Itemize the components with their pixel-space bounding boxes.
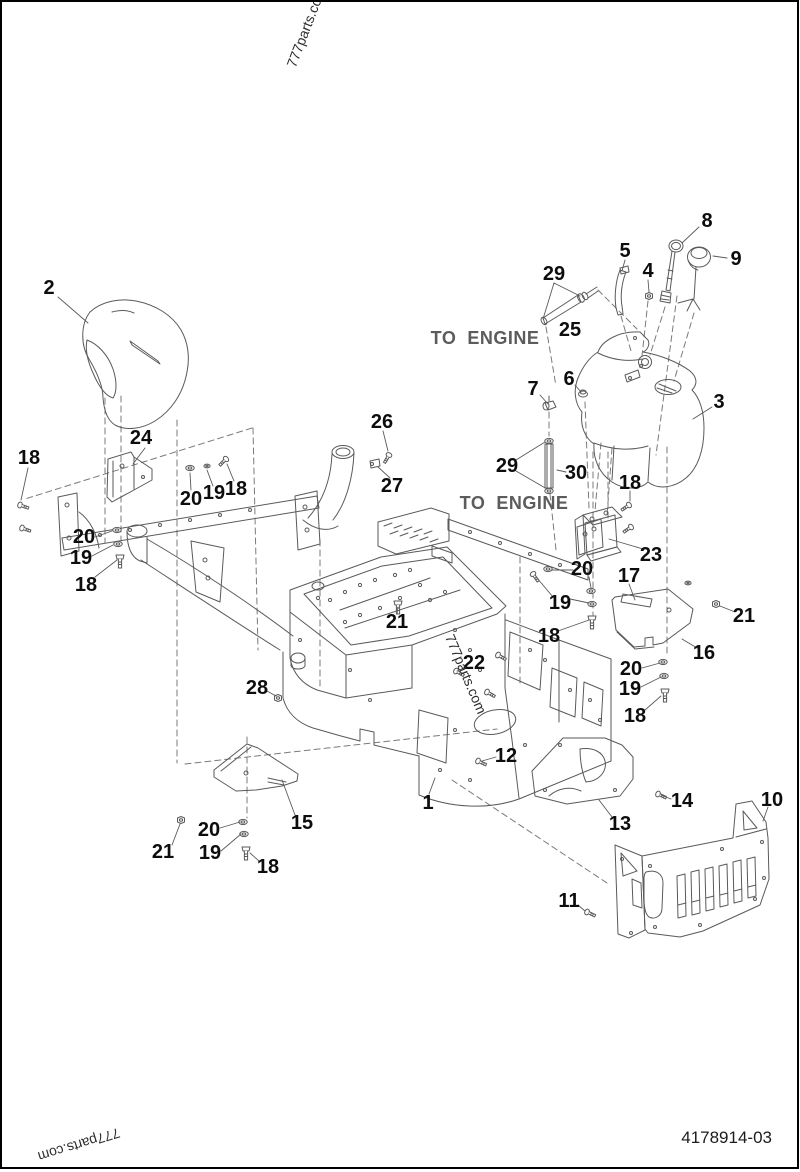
callout-21: 21: [732, 605, 756, 627]
callout-18: 18: [618, 472, 642, 494]
callout-6: 6: [563, 368, 575, 390]
callout-9: 9: [730, 248, 742, 270]
callout-22: 22: [462, 652, 486, 674]
callout-29: 29: [542, 263, 566, 285]
part-9-cap: [678, 247, 711, 311]
callout-8: 8: [701, 210, 713, 232]
to-engine-note-1: TO ENGINE: [430, 328, 540, 348]
callout-25: 25: [558, 319, 582, 341]
callout-17: 17: [617, 565, 641, 587]
callout-18: 18: [623, 705, 647, 727]
part-6-grommet: [579, 390, 588, 397]
part-25-hose: [540, 287, 598, 326]
callout-21: 21: [385, 611, 409, 633]
part-24-bracket: [107, 452, 152, 502]
callout-15: 15: [290, 812, 314, 834]
part-3-fuel-tank: [575, 332, 704, 488]
part-8-dipstick: [660, 240, 683, 303]
doc-number: 4178914-03: [681, 1128, 772, 1147]
callout-19: 19: [202, 482, 226, 504]
callout-19: 19: [618, 678, 642, 700]
callout-13: 13: [608, 813, 632, 835]
callout-18: 18: [17, 447, 41, 469]
callout-20: 20: [197, 819, 221, 841]
callout-18: 18: [224, 478, 248, 500]
callout-19: 19: [548, 592, 572, 614]
part-10-grille: [615, 801, 769, 938]
part-30-rod: [545, 444, 553, 488]
callout-18: 18: [256, 856, 280, 878]
callout-16: 16: [692, 642, 716, 664]
part-23-bracket: [575, 507, 622, 561]
part-27-steering-post: [303, 446, 354, 530]
part-15-plate: [214, 744, 298, 791]
callout-2: 2: [43, 277, 55, 299]
callout-28: 28: [245, 677, 269, 699]
callout-1: 1: [422, 792, 434, 814]
callout-19: 19: [69, 547, 93, 569]
callout-24: 24: [129, 427, 153, 449]
part-16-17-plate: [612, 589, 693, 649]
part-13-panel: [532, 738, 633, 804]
leader-lines: [21, 227, 768, 911]
callout-27: 27: [380, 475, 404, 497]
part-5-tube: [615, 266, 629, 315]
callout-20: 20: [179, 488, 203, 510]
callout-30: 30: [564, 462, 588, 484]
callout-21: 21: [151, 841, 175, 863]
callout-20: 20: [619, 658, 643, 680]
callout-19: 19: [198, 842, 222, 864]
to-engine-note-2: TO ENGINE: [459, 493, 569, 513]
callout-4: 4: [642, 260, 654, 282]
callout-5: 5: [619, 240, 631, 262]
callout-14: 14: [670, 790, 694, 812]
callout-20: 20: [570, 558, 594, 580]
callout-20: 20: [72, 526, 96, 548]
part-2-cover: [83, 300, 189, 429]
callout-11: 11: [558, 890, 580, 912]
callout-29: 29: [495, 455, 519, 477]
callout-3: 3: [713, 391, 725, 413]
fasteners: [16, 292, 720, 920]
callout-12: 12: [494, 745, 518, 767]
projection-dashed-lines: [25, 290, 694, 883]
callout-26: 26: [370, 411, 394, 433]
callout-18: 18: [74, 574, 98, 596]
part-7-fitting: [543, 396, 556, 410]
callout-10: 10: [760, 789, 784, 811]
part-1-frame: [58, 491, 611, 806]
callout-18: 18: [537, 625, 561, 647]
callout-23: 23: [639, 544, 663, 566]
callout-7: 7: [527, 378, 539, 400]
